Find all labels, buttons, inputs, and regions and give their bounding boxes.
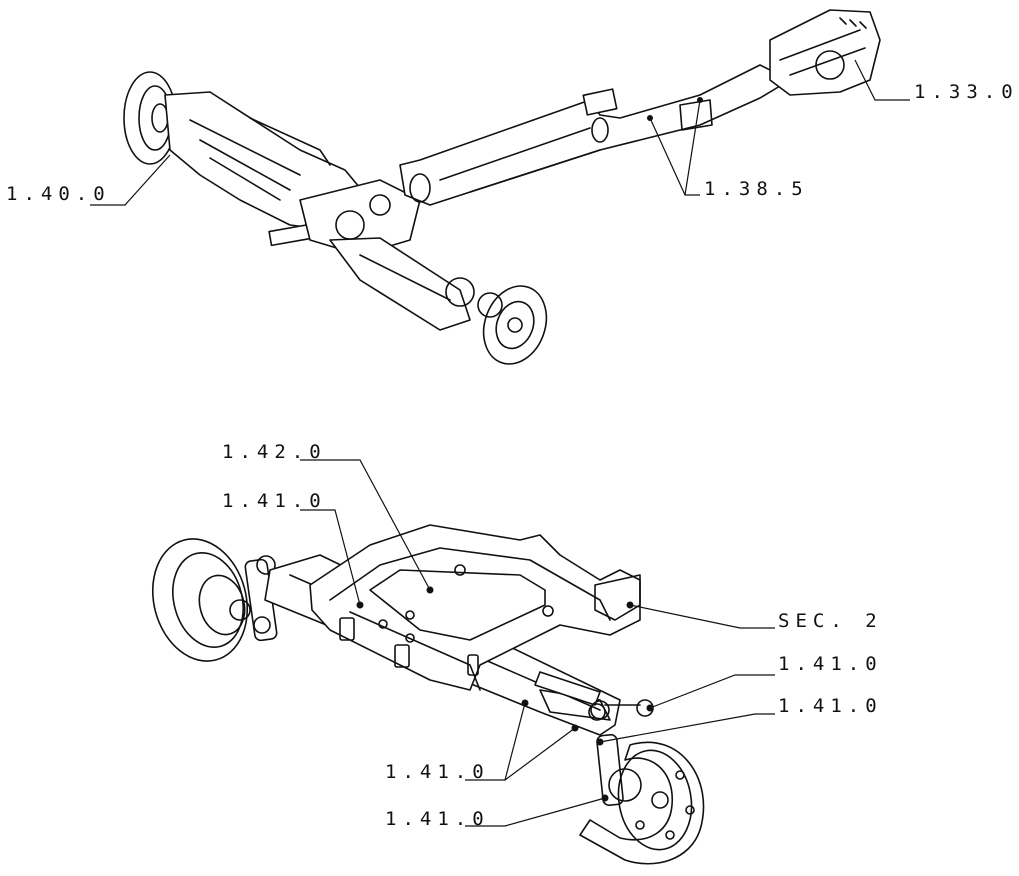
leader-lines xyxy=(90,59,910,827)
drive-shaft-housing xyxy=(399,64,791,206)
gearbox-housing xyxy=(769,9,881,96)
left-wheel-rim xyxy=(151,538,251,662)
callout-1-33-0: 1.33.0 xyxy=(914,81,1019,103)
axle-housing xyxy=(164,91,548,365)
drive-shaft-assembly xyxy=(123,9,881,365)
callout-dots xyxy=(356,97,703,802)
front-axle-subframe-assembly xyxy=(151,524,705,865)
callout-1-42-0: 1.42.0 xyxy=(222,441,327,463)
callout-1-38-5: 1.38.5 xyxy=(704,178,809,200)
callout-1-41-0-left-b: 1.41.0 xyxy=(385,808,490,830)
subframe-cradle xyxy=(309,524,641,691)
callout-1-40-0: 1.40.0 xyxy=(6,183,111,205)
callout-1-41-0-left-a: 1.41.0 xyxy=(385,761,490,783)
callout-1-41-0-right-a: 1.41.0 xyxy=(778,653,883,675)
right-steering-knuckle xyxy=(596,733,669,809)
right-wheel-rim xyxy=(579,741,705,865)
callout-1-41-0-right-b: 1.41.0 xyxy=(778,695,883,717)
callout-1-41-0-top: 1.41.0 xyxy=(222,490,327,512)
callout-sec-2: SEC. 2 xyxy=(778,610,883,632)
